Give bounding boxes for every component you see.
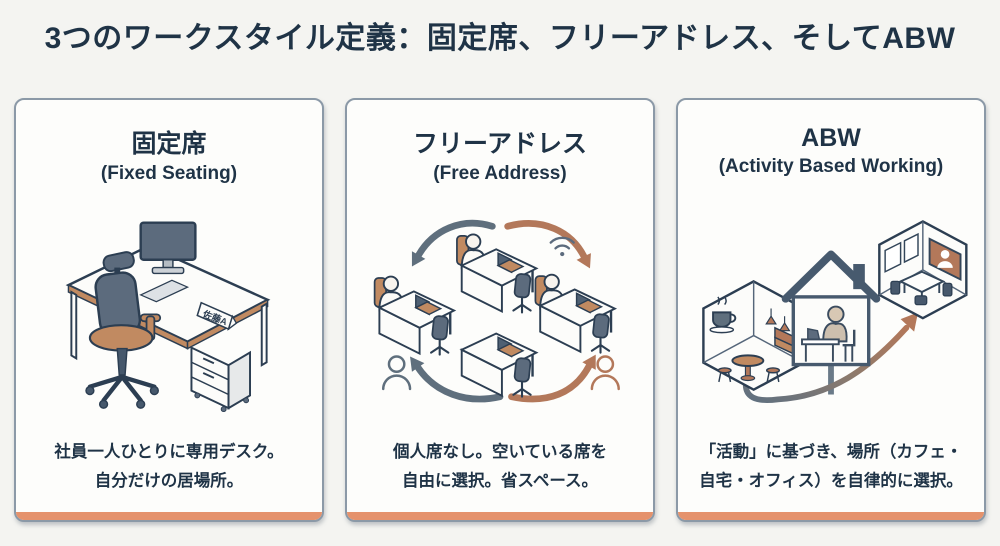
- card-title-ja: フリーアドレス: [412, 130, 587, 158]
- house-icon: [781, 250, 881, 367]
- card-title-en: (Fixed Seating): [100, 163, 238, 184]
- rotation-arrow-top-right: [504, 220, 591, 269]
- caption-line: 自宅・オフィス）を自律的に選択。: [699, 472, 963, 491]
- card-title-ja: ABW: [801, 124, 861, 152]
- caption-line: 「活動」に基づき、場所（カフェ・: [699, 443, 963, 462]
- keyboard-icon: [139, 279, 190, 303]
- person-outline-icon-tan: [590, 355, 620, 391]
- caption-line: 自分だけの居場所。: [94, 472, 244, 491]
- card-free-address: フリーアドレス (Free Address): [345, 98, 655, 522]
- fixed-seating-illustration: 佐藤A: [16, 185, 322, 438]
- hanging-lamp-icon: [765, 308, 791, 332]
- window-icon: [884, 241, 902, 274]
- fixed-desk-scene: 佐藤A: [65, 221, 271, 413]
- caption-line: 個人席なし。空いている席を: [392, 443, 607, 462]
- card-accent-bar: [347, 512, 653, 520]
- meeting-room-icon: [878, 220, 968, 320]
- abw-scene: [702, 220, 968, 404]
- cafe-icon: [702, 280, 806, 392]
- card-accent-bar: [16, 512, 322, 520]
- card-title-ja: 固定席: [131, 130, 207, 158]
- rotation-arrow-bottom-left: [410, 356, 504, 403]
- flow-arrow: [742, 312, 918, 404]
- rotation-arrow-top-left: [411, 220, 496, 267]
- card-title-en: (Free Address): [433, 163, 567, 184]
- empty-shared-desk-icon: [460, 332, 538, 399]
- person-outline-icon-gray: [381, 355, 412, 391]
- card-title-en: (Activity Based Working): [718, 156, 944, 177]
- card-caption: 社員一人ひとりに専用デスク。 自分だけの居場所。: [54, 438, 283, 496]
- home-worker-icon: [801, 305, 856, 362]
- card-accent-bar: [678, 512, 984, 520]
- page-title: 3つのワークスタイル定義：固定席、フリーアドレス、そしてABW: [44, 22, 956, 55]
- video-call-screen-icon: [928, 237, 962, 282]
- card-abw: ABW (Activity Based Working): [676, 98, 986, 522]
- free-address-scene: [373, 220, 620, 403]
- rotation-arrow-bottom-right: [508, 354, 596, 403]
- cafe-table-icon: [731, 354, 765, 382]
- coffee-cup-icon: [709, 296, 737, 334]
- wifi-icon: [549, 236, 575, 257]
- abw-illustration: [678, 178, 984, 438]
- drawer-unit-icon: [190, 346, 251, 413]
- caption-line: 社員一人ひとりに専用デスク。: [54, 443, 284, 462]
- cards-row: 固定席 (Fixed Seating): [0, 98, 1000, 522]
- office-chair-icon: [85, 251, 162, 409]
- card-caption: 個人席なし。空いている席を 自由に選択。省スペース。: [393, 438, 607, 496]
- card-caption: 「活動」に基づき、場所（カフェ・ 自宅・オフィス）を自律的に選択。: [699, 438, 963, 496]
- window-icon: [903, 233, 919, 264]
- caption-line: 自由に選択。省スペース。: [401, 472, 598, 491]
- card-fixed-seating: 固定席 (Fixed Seating): [14, 98, 324, 522]
- free-address-illustration: [347, 185, 653, 438]
- cafe-stool-icon: [717, 367, 781, 383]
- monitor-icon: [139, 221, 197, 275]
- nameplate-icon: 佐藤A: [196, 301, 238, 332]
- meeting-table-icon: [890, 270, 953, 306]
